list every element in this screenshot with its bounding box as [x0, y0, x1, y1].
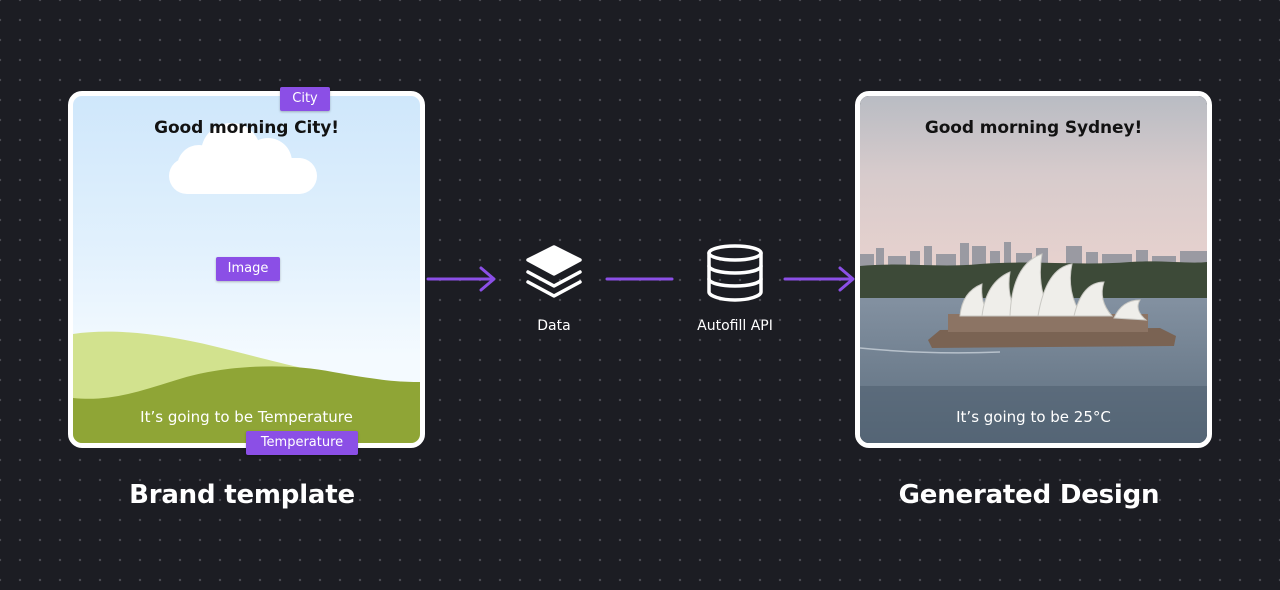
front-hill	[73, 366, 420, 443]
generated-design-card: Good morning Sydney! It’s going to be 25…	[855, 91, 1212, 448]
image-placeholder-tag[interactable]: Image	[216, 257, 280, 281]
sydney-photo	[860, 96, 1207, 443]
database-icon	[707, 244, 763, 302]
arrow-to-generated-icon	[783, 266, 855, 292]
generated-greeting: Good morning Sydney!	[924, 118, 1143, 138]
template-forecast: It’s going to be Temperature	[140, 408, 353, 426]
autofill-api-label: Autofill API	[697, 318, 773, 334]
arrow-to-data-icon	[426, 266, 496, 292]
generated-forecast: It’s going to be 25°C	[956, 408, 1111, 426]
template-greeting: Good morning City!	[154, 118, 339, 138]
data-label: Data	[537, 318, 571, 334]
layers-icon	[526, 245, 582, 298]
template-illustration	[73, 123, 420, 443]
temperature-placeholder-tag[interactable]: Temperature	[246, 431, 358, 455]
cloud-icon	[169, 123, 317, 194]
brand-template-caption: Brand template	[129, 480, 355, 510]
city-placeholder-tag[interactable]: City	[280, 87, 330, 111]
brand-template-card: Good morning City! It’s going to be Temp…	[68, 91, 425, 448]
generated-design-caption: Generated Design	[898, 480, 1160, 510]
